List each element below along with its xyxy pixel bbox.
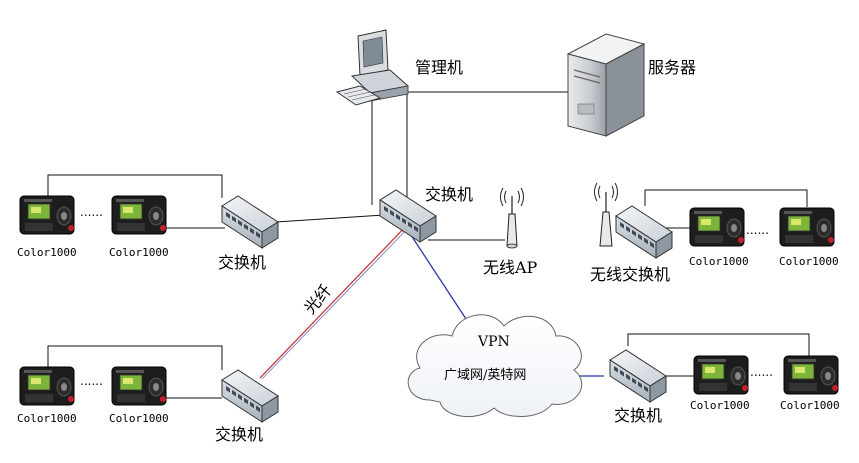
admin-pc-label: 管理机	[415, 58, 464, 77]
vpn-switch-label: 交换机	[614, 406, 663, 425]
fingerprint-terminal-icon	[111, 366, 167, 406]
fingerprint-terminal-icon	[19, 366, 75, 406]
device-caption: Color1000	[17, 412, 77, 425]
device-caption: Color1000	[109, 412, 169, 425]
ellipsis-left-top: ......	[80, 205, 103, 219]
fiber-link-blue	[261, 223, 413, 380]
fingerprint-terminal-icon	[693, 355, 749, 395]
fiber-link	[259, 221, 411, 379]
device-caption: Color1000	[690, 399, 750, 412]
server-icon	[566, 33, 646, 137]
core-switch-label: 交换机	[425, 185, 474, 204]
ap-antenna-icon	[500, 187, 524, 249]
fingerprint-terminal-icon	[783, 355, 839, 395]
ellipsis-right-top: ......	[746, 223, 769, 237]
fingerprint-terminal-icon	[689, 207, 745, 247]
cloud-icon	[407, 314, 583, 418]
switch-wireless-icon	[615, 205, 673, 259]
switch-left-bottom-icon	[221, 369, 279, 423]
vpn-label: VPN	[478, 334, 510, 350]
switch-left-top-icon	[221, 195, 279, 249]
fingerprint-terminal-icon	[111, 195, 167, 235]
cable-rt-loop	[644, 189, 808, 207]
admin-pc-icon	[335, 29, 410, 106]
fingerprint-terminal-icon	[19, 195, 75, 235]
server-label: 服务器	[648, 58, 697, 77]
device-caption: Color1000	[17, 246, 77, 259]
cable-lb-loop	[47, 345, 223, 371]
wan-label: 广域网/英特网	[444, 368, 527, 383]
cable-left-top-core	[275, 214, 384, 223]
switch-vpn-icon	[609, 349, 667, 403]
switch-layer	[221, 189, 673, 423]
device-caption: Color1000	[779, 255, 839, 268]
cable-rb-loop	[627, 333, 810, 356]
device-caption: Color1000	[780, 399, 840, 412]
wireless-ap-label: 无线AP	[483, 258, 538, 277]
device-caption: Color1000	[689, 255, 749, 268]
wireless-switch-antenna-icon	[594, 182, 618, 247]
vpn-link	[404, 225, 469, 323]
switch-core-icon	[379, 189, 437, 243]
left-bottom-switch-label: 交换机	[215, 425, 264, 444]
ellipsis-left-bottom: ......	[80, 374, 103, 388]
left-top-switch-label: 交换机	[218, 253, 267, 272]
device-layer	[19, 195, 839, 406]
fingerprint-terminal-icon	[779, 207, 835, 247]
wireless-switch-label: 无线交换机	[590, 265, 671, 284]
cable-lt-loop	[47, 174, 223, 198]
ellipsis-right-bottom: ......	[750, 365, 773, 379]
device-caption: Color1000	[109, 246, 169, 259]
